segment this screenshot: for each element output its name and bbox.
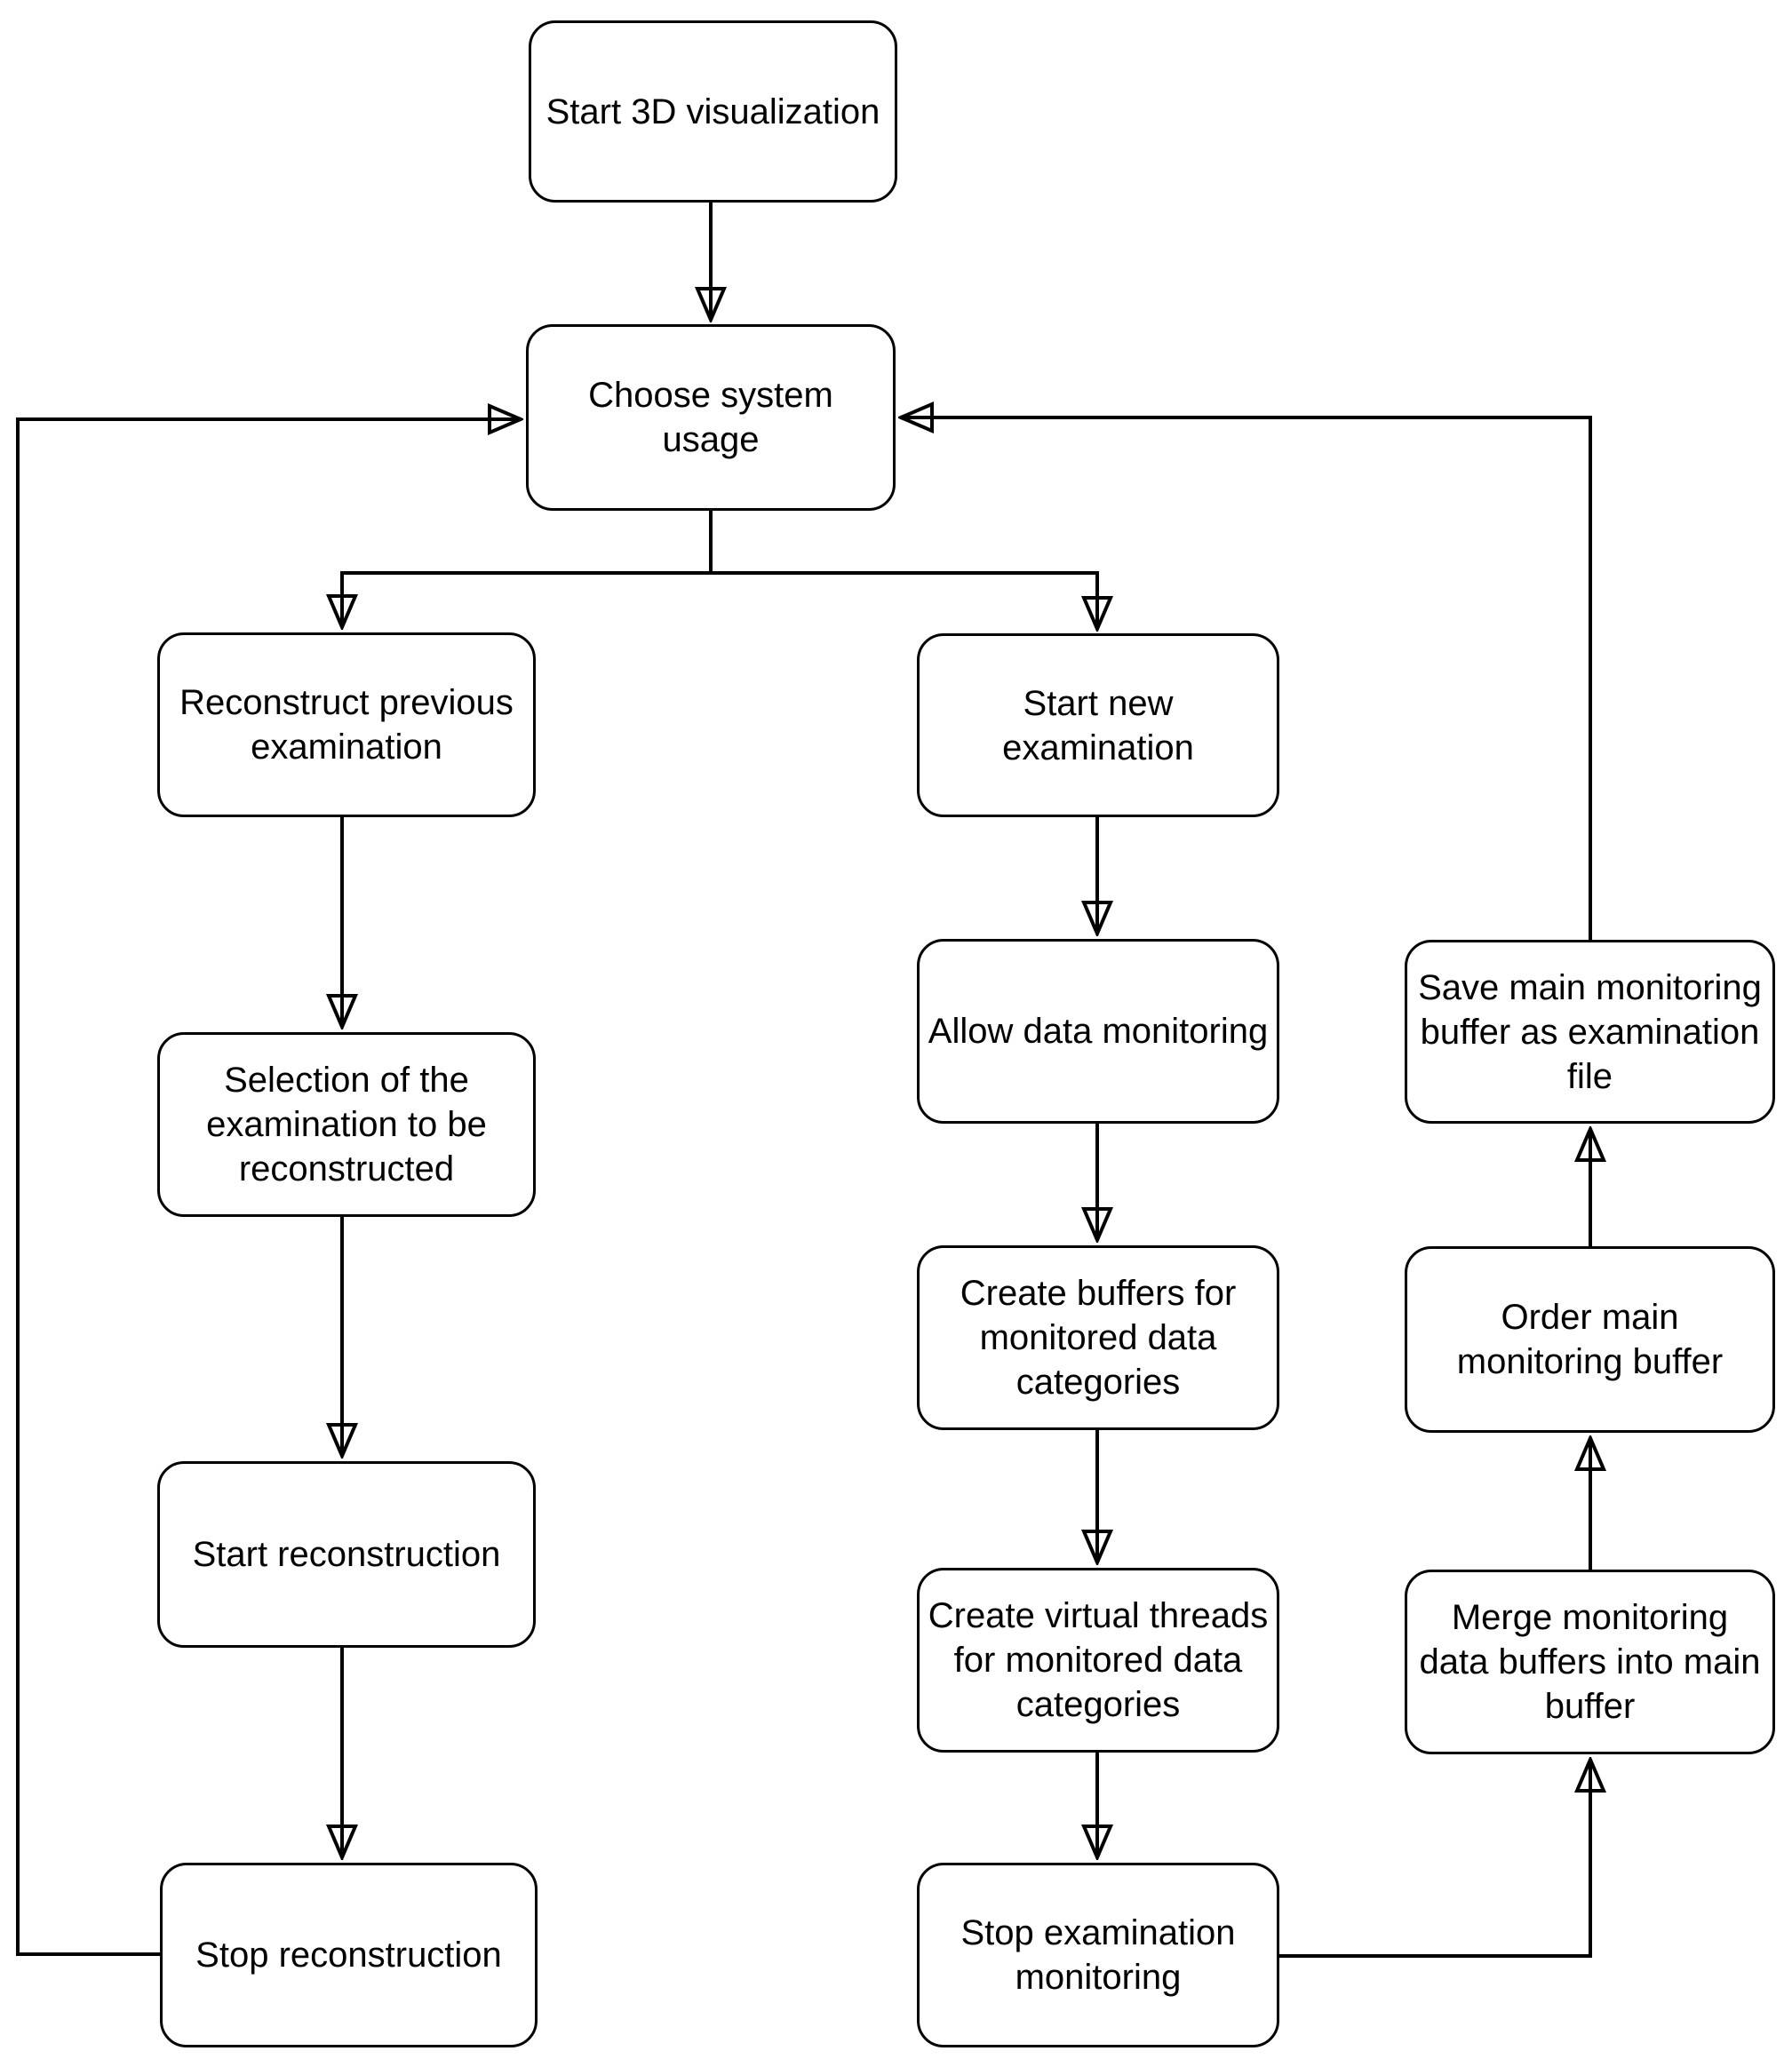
- node-stop-examination-monitoring: Stop examination monitoring: [917, 1863, 1279, 2047]
- node-order-main-monitoring-buffer-label: Order main monitoring buffer: [1456, 1298, 1724, 1381]
- node-start-3d-visualization: Start 3D visualization: [529, 20, 897, 203]
- node-start-reconstruction: Start reconstruction: [157, 1461, 536, 1648]
- node-create-virtual-threads: Create virtual threads for monitored dat…: [917, 1568, 1279, 1753]
- node-selection-of-examination: Selection of the examination to be recon…: [157, 1032, 536, 1217]
- node-stop-examination-monitoring-label: Stop examination monitoring: [960, 1913, 1236, 1997]
- node-create-virtual-threads-label: Create virtual threads for monitored dat…: [928, 1596, 1269, 1724]
- node-choose-system-usage-label: Choose system usage: [588, 376, 833, 459]
- node-merge-monitoring-buffers-label: Merge monitoring data buffers into main …: [1419, 1598, 1761, 1726]
- node-order-main-monitoring-buffer: Order main monitoring buffer: [1405, 1246, 1775, 1433]
- node-stop-reconstruction: Stop reconstruction: [160, 1863, 538, 2047]
- node-save-main-monitoring-buffer-label: Save main monitoring buffer as examinati…: [1418, 967, 1762, 1096]
- node-start-reconstruction-label: Start reconstruction: [192, 1535, 501, 1574]
- node-reconstruct-previous-examination: Reconstruct previous examination: [157, 632, 536, 817]
- node-allow-data-monitoring-label: Allow data monitoring: [928, 1012, 1269, 1051]
- node-choose-system-usage: Choose system usage: [526, 324, 896, 511]
- node-start-new-examination: Start new examination: [917, 633, 1279, 817]
- node-start-3d-visualization-label: Start 3D visualization: [546, 91, 880, 131]
- node-allow-data-monitoring: Allow data monitoring: [917, 939, 1279, 1124]
- edge-choose-system-to-reconstruct-previous: [342, 511, 713, 627]
- node-stop-reconstruction-label: Stop reconstruction: [195, 1936, 502, 1975]
- node-create-buffers: Create buffers for monitored data catego…: [917, 1245, 1279, 1430]
- node-create-buffers-label: Create buffers for monitored data catego…: [960, 1274, 1237, 1402]
- edge-stop-reconstruction-to-choose-system: [16, 419, 521, 1956]
- node-save-main-monitoring-buffer: Save main monitoring buffer as examinati…: [1405, 940, 1775, 1124]
- node-start-new-examination-label: Start new examination: [1002, 683, 1194, 767]
- node-merge-monitoring-buffers: Merge monitoring data buffers into main …: [1405, 1570, 1775, 1754]
- node-selection-of-examination-label: Selection of the examination to be recon…: [206, 1061, 487, 1189]
- edge-choose-system-to-start-new: [711, 571, 1097, 629]
- node-reconstruct-previous-examination-label: Reconstruct previous examination: [179, 683, 514, 767]
- edge-save-buffer-to-choose-system: [901, 417, 1592, 940]
- edge-stop-examination-to-merge-buffers: [1279, 1760, 1590, 1958]
